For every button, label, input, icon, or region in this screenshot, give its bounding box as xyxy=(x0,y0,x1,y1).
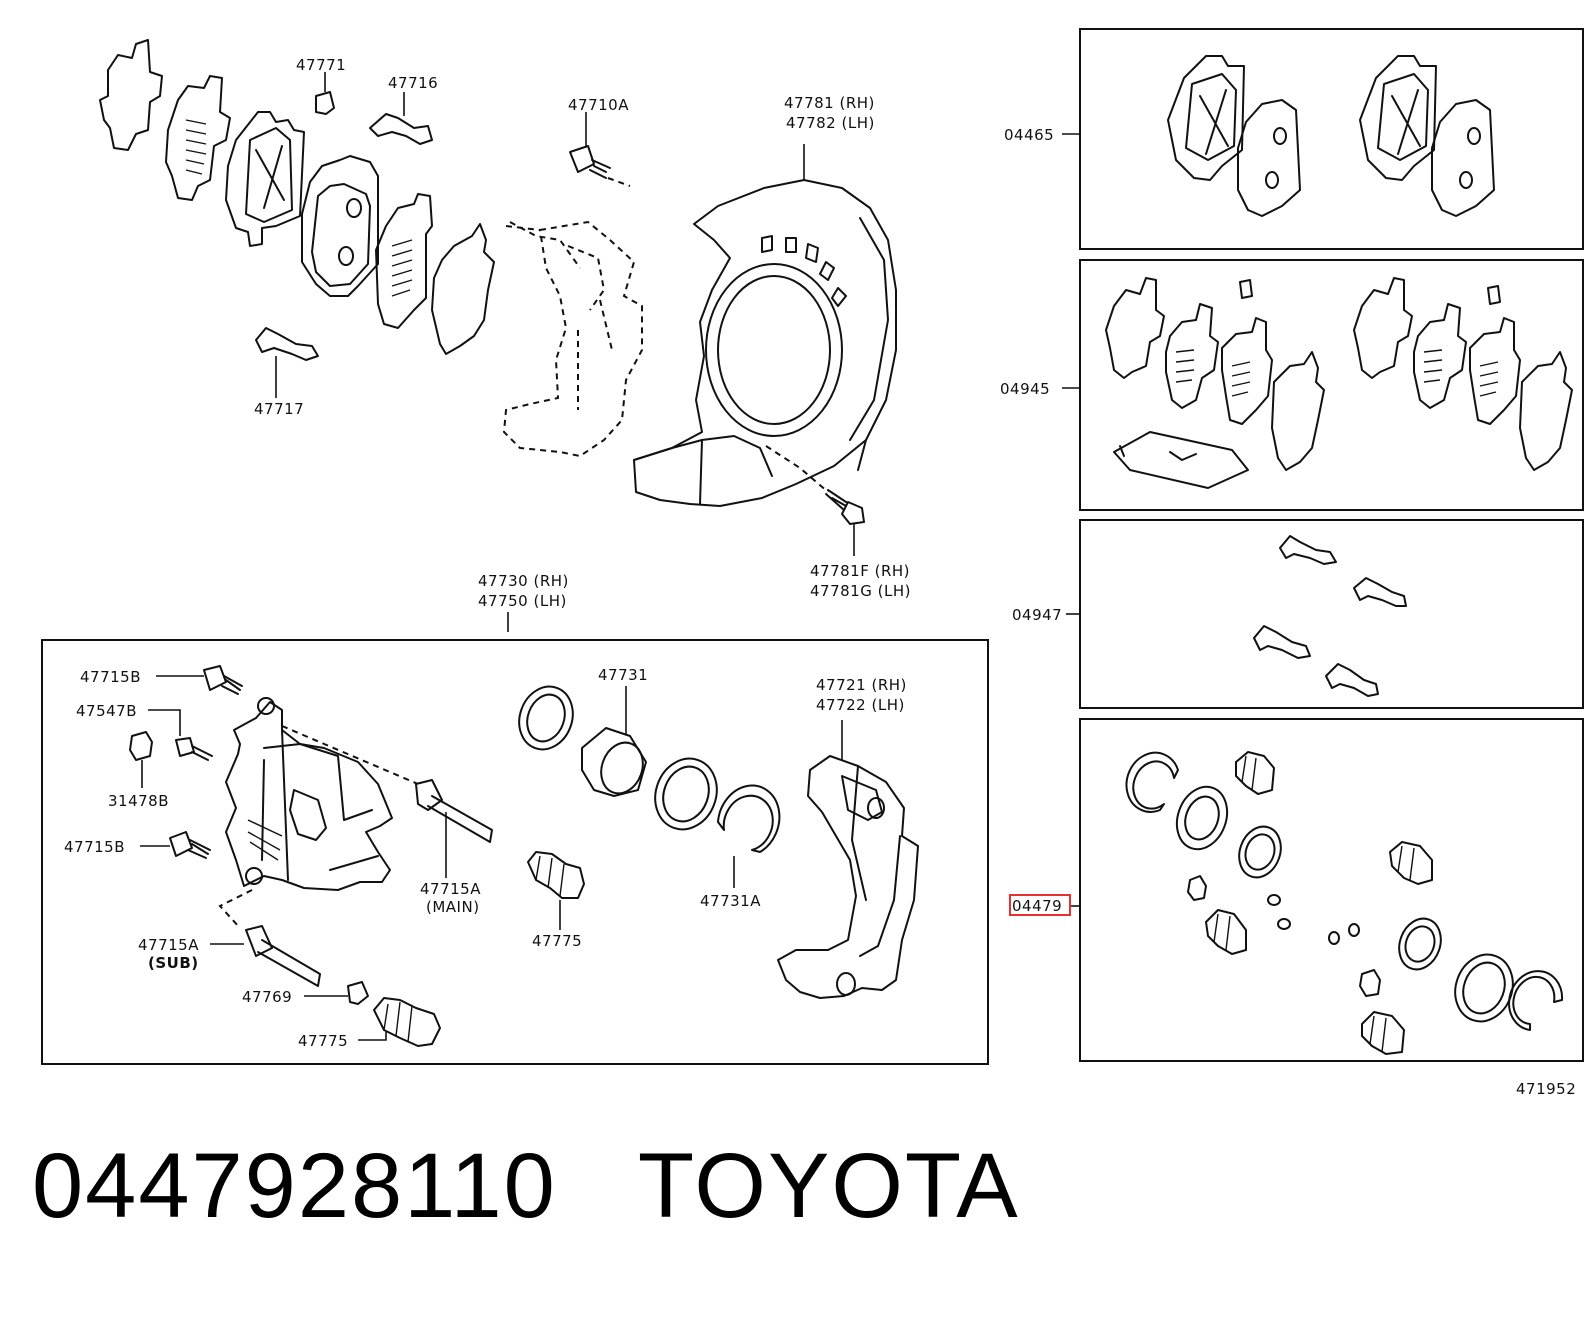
kit-04465: 04465 xyxy=(1004,28,1584,250)
caliper-body xyxy=(225,697,393,891)
kit-04947-spring-2 xyxy=(1353,577,1407,607)
label-sub-tag: (SUB) xyxy=(148,954,199,972)
label-47721-rh: 47721 (RH) xyxy=(816,676,907,694)
boot-47775-lower xyxy=(358,997,441,1047)
boot-47775-middle xyxy=(527,851,585,930)
label-47781g-lh: 47781G (LH) xyxy=(810,582,911,600)
caliper-parts xyxy=(129,665,919,1047)
label-47781-rh: 47781 (RH) xyxy=(784,94,875,112)
kit-04465-pad-pair-1 xyxy=(1167,55,1301,217)
kit-label-04945: 04945 xyxy=(1000,380,1050,398)
label-47722-lh: 47722 (LH) xyxy=(816,696,905,714)
torque-plate-dashed xyxy=(502,220,643,458)
kit-04479-parts xyxy=(1125,751,1564,1055)
upper-assembly xyxy=(99,39,897,632)
bolt-47715b-lower xyxy=(140,831,211,859)
label-47710a: 47710A xyxy=(568,96,629,114)
brake-pad-inner xyxy=(301,155,379,297)
label-47547b: 47547B xyxy=(76,702,137,720)
label-47750-lh: 47750 (LH) xyxy=(478,592,567,610)
kit-04945-shims-left xyxy=(1105,277,1325,489)
caliper-assembly-box xyxy=(41,639,989,1065)
kit-04479: 04479 xyxy=(1009,718,1584,1062)
label-47716: 47716 xyxy=(388,74,438,92)
figure-id: 471952 xyxy=(1516,1080,1576,1098)
clip-47771 xyxy=(315,91,335,115)
label-47731: 47731 xyxy=(598,666,648,684)
brake-pad-outer xyxy=(225,111,305,247)
kit-04947-spring-1 xyxy=(1279,535,1337,565)
part-caption: 0447928110 TOYOTA xyxy=(32,1140,1020,1232)
kit-label-04465: 04465 xyxy=(1004,126,1054,144)
label-47731a: 47731A xyxy=(700,892,761,910)
piston-47731 xyxy=(581,686,647,797)
pin-47715a-main xyxy=(415,779,493,878)
label-47771: 47771 xyxy=(296,56,346,74)
shim-inner-right xyxy=(375,193,433,329)
label-47775-middle: 47775 xyxy=(532,932,582,950)
piston-seal xyxy=(654,757,718,831)
shim-outer-right xyxy=(431,223,495,355)
label-47715a-main: 47715A xyxy=(420,880,481,898)
bushing-47769 xyxy=(304,981,369,1005)
caption-brand: TOYOTA xyxy=(637,1135,1020,1237)
kit-04945: 04945 xyxy=(1000,259,1584,511)
label-47730-rh: 47730 (RH) xyxy=(478,572,569,590)
bolt-47715b-top xyxy=(156,665,243,695)
spring-47716 xyxy=(369,113,433,145)
label-47717: 47717 xyxy=(254,400,304,418)
caption-part-number: 0447928110 xyxy=(32,1135,557,1237)
bracket-47721 xyxy=(777,720,919,999)
label-main-tag: (MAIN) xyxy=(426,898,480,916)
kit-04479-highlight xyxy=(1009,894,1071,916)
label-31478b: 31478B xyxy=(108,792,169,810)
label-47715b-top: 47715B xyxy=(80,668,141,686)
label-47715b-lower: 47715B xyxy=(64,838,125,856)
caliper-callouts: 47715B 47547B 31478B 47715B 47715A (MAIN… xyxy=(64,666,907,1050)
bolt-47781f xyxy=(825,489,865,556)
shim-inner-left xyxy=(165,75,231,201)
seal-ring xyxy=(518,685,574,751)
label-47782-lh: 47782 (LH) xyxy=(786,114,875,132)
kit-04947: 04947 xyxy=(1012,519,1584,709)
bleeder-47547b xyxy=(148,709,213,761)
cap-31478b xyxy=(129,731,153,788)
label-47781f-rh: 47781F (RH) xyxy=(810,562,910,580)
pin-47715a-sub xyxy=(210,925,321,987)
label-47775-lower: 47775 xyxy=(298,1032,348,1050)
dust-cover xyxy=(633,144,897,507)
label-47715a-sub: 47715A xyxy=(138,936,199,954)
shim-outer-left xyxy=(99,39,163,151)
kit-04947-spring-3 xyxy=(1253,625,1311,659)
kit-04947-spring-4 xyxy=(1325,663,1379,697)
upper-callouts: 47771 47716 47717 47710A 47781 (RH) 4778… xyxy=(254,56,911,610)
spring-47717 xyxy=(255,327,319,361)
kit-04945-shims-right xyxy=(1353,277,1573,471)
kit-label-04947: 04947 xyxy=(1012,606,1062,624)
label-47769: 47769 xyxy=(242,988,292,1006)
bolt-47710a xyxy=(569,112,611,179)
kit-label-04479[interactable]: 04479 xyxy=(1012,897,1062,915)
kit-04465-pad-pair-2 xyxy=(1359,55,1495,217)
ring-47731a xyxy=(717,784,781,888)
